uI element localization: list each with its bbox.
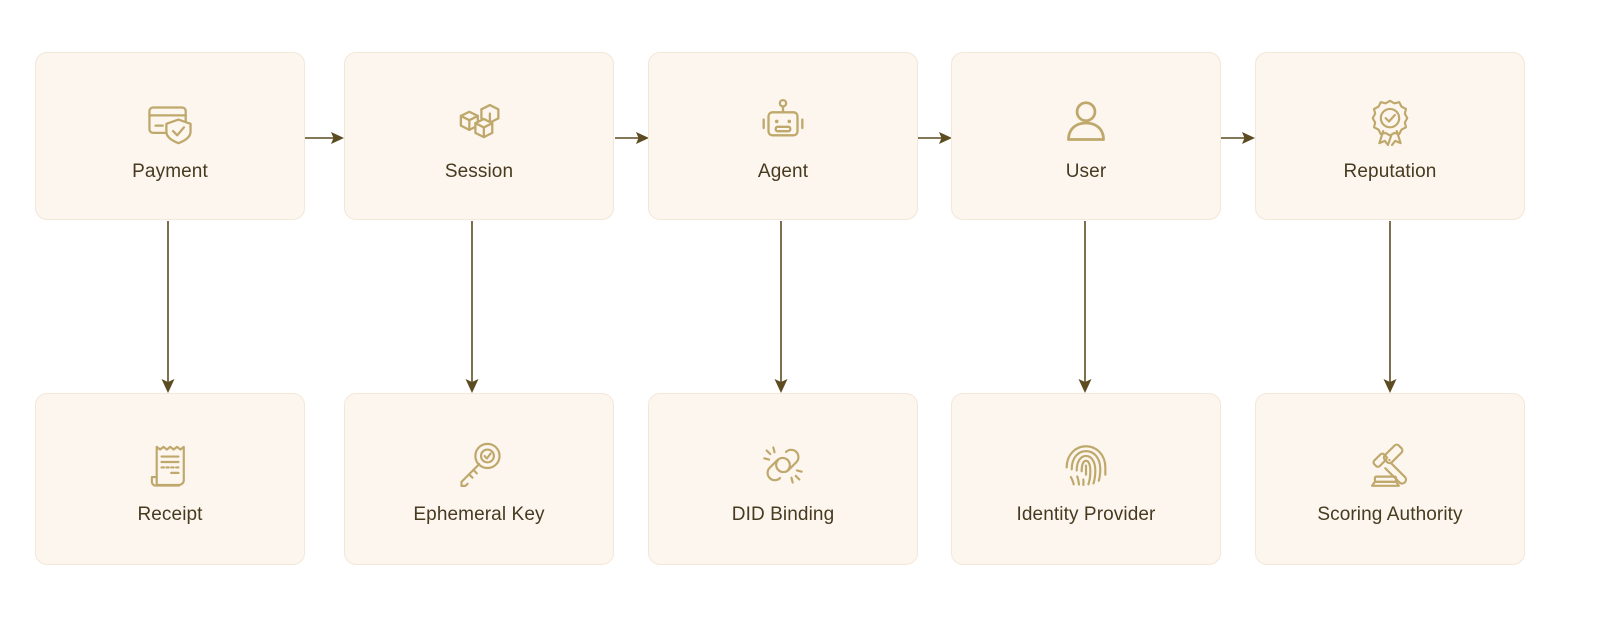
arrow-agent-to-user [918,132,952,144]
user-person-icon [1054,90,1118,154]
arrow-payment-to-session [305,132,344,144]
arrow-reputation-to-scoring-authority [1383,221,1397,393]
node-label: Session [444,160,514,182]
node-card-scoring-authority[interactable]: Scoring Authority [1255,393,1525,565]
node-card-ephemeral-key[interactable]: Ephemeral Key [344,393,614,565]
key-check-icon [447,433,511,497]
node-label: Identity Provider [1016,503,1156,525]
node-label: Receipt [137,503,203,525]
robot-icon [751,90,815,154]
node-label: Reputation [1343,160,1437,182]
credit-card-shield-icon [138,90,202,154]
node-card-reputation[interactable]: Reputation [1255,52,1525,220]
arrow-payment-to-receipt [161,221,175,393]
award-ribbon-check-icon [1358,90,1422,154]
fingerprint-icon [1054,433,1118,497]
node-card-agent[interactable]: Agent [648,52,918,220]
node-card-identity-provider[interactable]: Identity Provider [951,393,1221,565]
node-label: Payment [132,160,208,182]
node-card-did-binding[interactable]: DID Binding [648,393,918,565]
gavel-icon [1358,433,1422,497]
node-card-payment[interactable]: Payment [35,52,305,220]
receipt-icon [138,433,202,497]
node-label: User [1065,160,1107,182]
arrow-user-to-identity-provider [1078,221,1092,393]
node-label: Ephemeral Key [413,503,545,525]
node-card-user[interactable]: User [951,52,1221,220]
node-label: Scoring Authority [1317,503,1463,525]
arrow-session-to-agent [615,132,649,144]
boxes-cubes-icon [447,90,511,154]
node-card-session[interactable]: Session [344,52,614,220]
arrow-user-to-reputation [1220,132,1255,144]
arrow-agent-to-did-binding [774,221,788,393]
node-label: DID Binding [731,503,835,525]
node-card-receipt[interactable]: Receipt [35,393,305,565]
node-label: Agent [757,160,809,182]
arrow-session-to-ephemeral-key [465,221,479,393]
broken-link-icon [751,433,815,497]
